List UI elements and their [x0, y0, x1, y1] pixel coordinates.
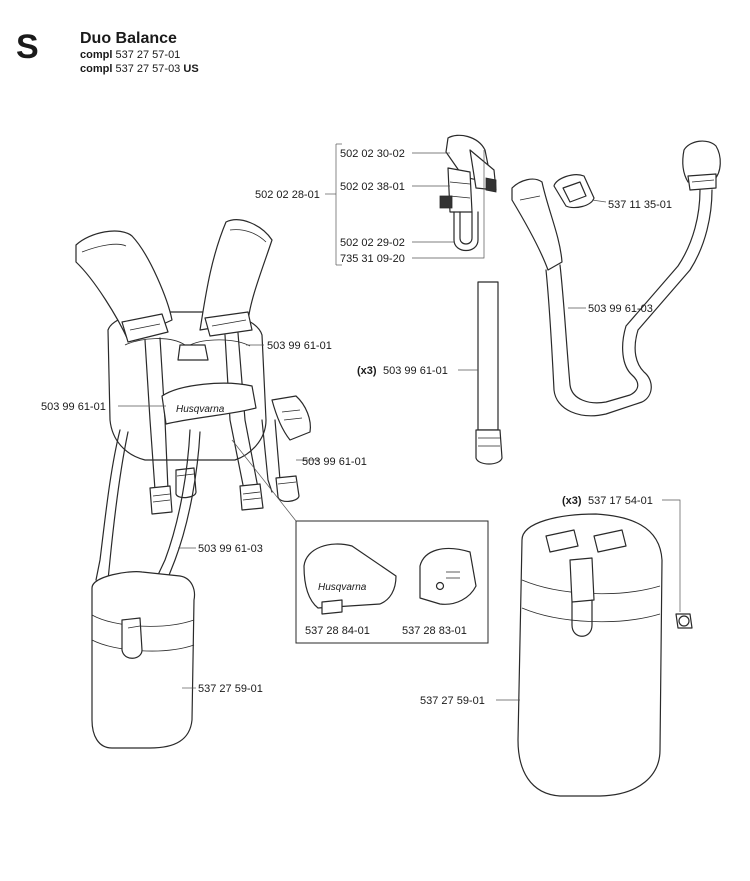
title-block: Duo Balance compl 537 27 57-01 compl 537…: [80, 30, 199, 76]
callout-harness-strap-left: 503 99 61-01: [41, 401, 106, 413]
right-shoulder-pad: [199, 219, 273, 331]
assembly-number: 537 27 57-03: [115, 63, 181, 75]
callout-short-strap-qty: (x3): [357, 365, 377, 377]
hook-clip-part: [453, 211, 479, 252]
long-strap-part: [511, 140, 721, 417]
callout-harness-strap-top: 503 99 61-01: [267, 340, 332, 352]
callout-hook-clip: 502 02 29-02: [340, 237, 405, 249]
callout-screw-qty: (x3): [562, 495, 582, 507]
callout-screw: 537 17 54-01: [588, 495, 653, 507]
assembly-prefix: compl: [80, 49, 113, 61]
callout-hook-group: 502 02 28-01: [255, 189, 320, 201]
right-bag: [517, 499, 681, 797]
assembly-suffix: US: [183, 63, 199, 75]
callout-bag-left: 537 27 59-01: [198, 683, 263, 695]
bag-body-left: [91, 571, 196, 749]
page-title: Duo Balance: [80, 30, 177, 47]
assembly-number: 537 27 57-01: [115, 49, 181, 61]
callout-bag-right: 537 27 59-01: [420, 695, 485, 707]
leader-lines: [118, 193, 520, 701]
callout-clip-left: 537 28 84-01: [305, 625, 370, 637]
callout-hook-screw: 735 31 09-20: [340, 253, 405, 265]
left-bag: [91, 571, 196, 749]
callout-short-strap: 503 99 61-01: [383, 365, 448, 377]
assembly-prefix: compl: [80, 63, 113, 75]
chest-plate: [161, 382, 257, 425]
short-strap-part: [458, 281, 503, 465]
bag-body-right: [517, 513, 663, 797]
logo-text-clip: Husqvarna: [318, 582, 367, 593]
callout-hook-body: 502 02 38-01: [340, 181, 405, 193]
callout-harness-strap-lower: 503 99 61-03: [198, 543, 263, 555]
callout-clip-right: 537 28 83-01: [402, 625, 467, 637]
callout-labels: 502 02 28-01 502 02 30-02 502 02 38-01 5…: [41, 148, 672, 707]
assembly-line-1: compl 537 27 57-01: [80, 48, 199, 62]
section-letter: S: [16, 28, 39, 66]
callout-hook-cap: 502 02 30-02: [340, 148, 405, 160]
callout-long-strap: 503 99 61-03: [588, 303, 653, 315]
detail-inset: Husqvarna: [231, 439, 489, 644]
left-shoulder-pad: [75, 230, 173, 341]
harness-assembly: Husqvarna: [75, 219, 311, 599]
buckle-part: [553, 174, 607, 209]
assembly-line-2: compl 537 27 57-03 US: [80, 62, 199, 76]
callout-harness-strap-right: 503 99 61-01: [302, 456, 367, 468]
callout-buckle: 537 11 35-01: [608, 199, 672, 211]
hook-assembly: [335, 134, 497, 266]
clip-right-part: [419, 547, 477, 605]
clip-left-part: [303, 543, 397, 609]
screw-part: [675, 613, 693, 629]
logo-text-harness: Husqvarna: [176, 404, 225, 415]
strap-end-caps: [149, 467, 300, 515]
